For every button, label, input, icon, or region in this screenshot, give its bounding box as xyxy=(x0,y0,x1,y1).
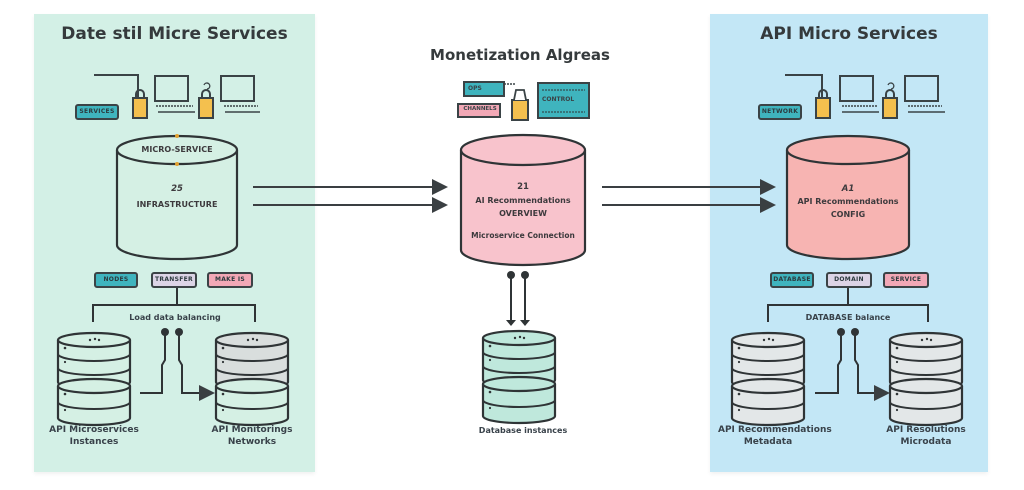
center-database-cylinder xyxy=(459,133,587,267)
left-stack-1-icon xyxy=(56,331,132,427)
left-stack-2-icon xyxy=(214,331,290,427)
left-chip-2: TRANSFER xyxy=(151,272,197,288)
right-stack-1-line2: Metadata xyxy=(743,437,793,447)
right-stack-2-line2: Microdata xyxy=(900,437,952,447)
monitor-icon xyxy=(839,75,879,113)
center-db-line2: OVERVIEW xyxy=(499,209,547,218)
right-db-line2: CONFIG xyxy=(830,210,866,219)
center-icons xyxy=(457,81,590,121)
lock-icon xyxy=(132,89,148,119)
right-stack-1-icon xyxy=(730,331,806,427)
left-db-top-label: MICRO-SERVICE xyxy=(141,145,213,154)
right-chip-3: SERVICE xyxy=(883,272,929,288)
center-bidirectional-arrows xyxy=(506,271,530,326)
left-stack-1-line2: Instances xyxy=(69,437,119,447)
right-bus-label: DATABASE balance xyxy=(805,313,891,322)
right-panel-title: API Micro Services xyxy=(760,24,938,44)
right-top-tag: NETWORK xyxy=(758,104,802,120)
left-to-center-arrows xyxy=(253,179,448,213)
right-stack-2-line1: API Resolutions xyxy=(886,425,966,435)
left-stack-2-line2: Networks xyxy=(227,437,277,447)
left-db-body-label: INFRASTRUCTURE xyxy=(136,200,218,209)
center-screen-label: CONTROL xyxy=(542,96,575,103)
right-db-line1: API Recommendations xyxy=(797,197,899,206)
center-db-line1: AI Recommendations xyxy=(475,196,571,205)
lock-icon xyxy=(198,82,214,119)
monitor-icon xyxy=(904,75,945,113)
left-chip-3: MAKE IS xyxy=(207,272,253,288)
left-network-icons xyxy=(94,74,260,119)
center-stack-icon xyxy=(481,329,557,425)
center-stack-label: Database instances xyxy=(478,426,568,435)
database-stacks xyxy=(56,329,964,427)
left-chip-1: NODES xyxy=(94,272,138,288)
left-stack-1-line1: API Microservices xyxy=(49,425,139,435)
center-chip-top: OPS xyxy=(468,85,482,92)
lock-icon xyxy=(511,89,529,121)
right-network-icons xyxy=(785,74,945,119)
center-db-number: 21 xyxy=(517,182,529,192)
right-db-number: A1 xyxy=(841,184,855,194)
left-top-tag: SERVICES xyxy=(75,104,119,120)
lock-icon xyxy=(815,89,831,119)
lock-icon xyxy=(882,82,898,119)
left-database-cylinder xyxy=(115,134,239,261)
right-database-cylinder xyxy=(785,134,911,261)
left-bus-label: Load data balancing xyxy=(129,313,221,322)
left-panel-title: Date stil Micre Services xyxy=(61,24,288,44)
screen-icon xyxy=(537,82,590,119)
right-chip-2: DOMAIN xyxy=(826,272,872,288)
left-db-number: 25 xyxy=(171,184,183,194)
right-stack-2-icon xyxy=(888,331,964,427)
monitor-icon xyxy=(154,75,195,113)
center-chip-bottom: CHANNELS xyxy=(463,106,497,112)
right-bus-connector xyxy=(767,287,929,401)
right-stack-1-line1: API Recommendations xyxy=(718,425,832,435)
center-title: Monetization Algreas xyxy=(430,46,610,64)
center-db-line3: Microservice Connection xyxy=(471,231,575,240)
right-chip-1: DATABASE xyxy=(770,272,814,288)
center-to-right-arrows xyxy=(602,179,776,213)
monitor-icon xyxy=(220,75,260,113)
left-bus-connector xyxy=(92,287,256,401)
left-stack-2-line1: API Monitorings xyxy=(211,425,293,435)
